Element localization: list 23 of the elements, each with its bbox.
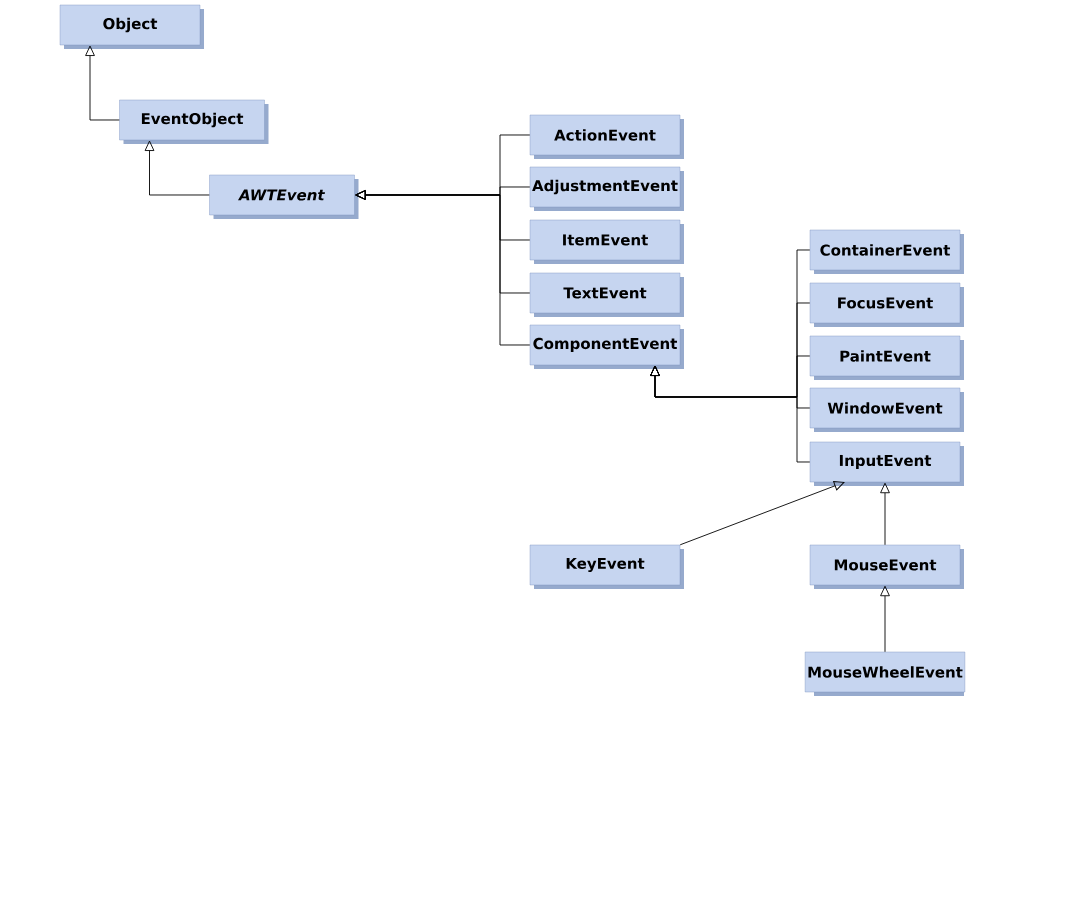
class-box: WindowEvent [809,387,964,432]
class-box: TextEvent [529,272,684,317]
class-box: MouseEvent [809,544,964,589]
class-box: AWTEvent [209,174,359,219]
class-box: MouseWheelEvent [804,651,966,696]
class-box: ActionEvent [529,114,684,159]
class-box: AdjustmentEvent [529,166,684,211]
class-box: KeyEvent [529,544,684,589]
class-box: Object [59,4,204,49]
inheritance-arrow [650,365,811,463]
class-box: ContainerEvent [809,229,964,274]
inheritance-arrow [679,481,845,546]
class-box: EventObject [119,99,269,144]
class-box: ItemEvent [529,219,684,264]
class-box: InputEvent [809,441,964,486]
class-box: FocusEvent [809,282,964,327]
inheritance-arrow [880,585,890,653]
inheritance-arrow [85,45,120,121]
class-box: PaintEvent [809,335,964,380]
class-box: ComponentEvent [529,324,684,369]
inheritance-arrow [144,140,210,196]
inheritance-arrow [880,482,890,546]
inheritance-arrow [355,190,531,346]
